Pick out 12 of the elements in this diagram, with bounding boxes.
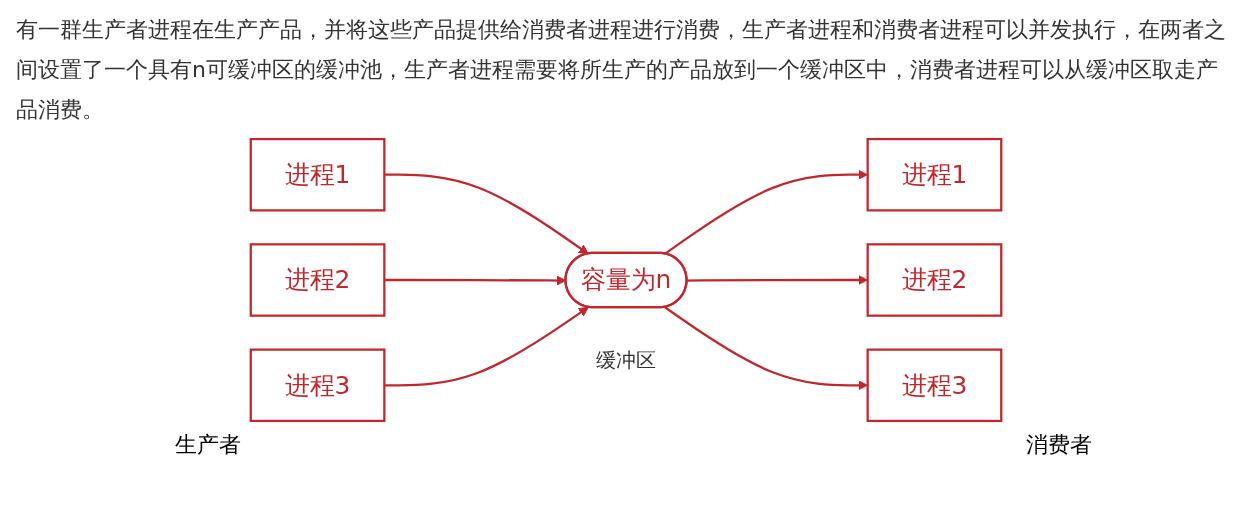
node-box: 进程1 [866, 137, 1003, 212]
column-label: 消费者 [1026, 431, 1092, 459]
node-box: 进程2 [249, 243, 386, 317]
description-paragraph: 有一群生产者进程在生产产品，并将这些产品提供给消费者进程进行消费，生产者进程和消费者进程可以并发执行，在两者之间设置了一个具有n可缓冲区的缓冲池，生产者进程需要将所生产的产品放到一个缓冲区中，消费者进程可以从缓冲区取走产品消费。 [16, 17, 1226, 122]
node-box: 进程1 [249, 137, 386, 212]
column-label: 生产者 [175, 431, 241, 459]
node-caption: 缓冲区 [596, 348, 656, 373]
node-box: 进程2 [866, 243, 1003, 317]
node-box: 进程3 [866, 348, 1003, 423]
node-box: 进程3 [249, 348, 386, 423]
arrow [384, 306, 589, 387]
arrow [384, 173, 589, 255]
